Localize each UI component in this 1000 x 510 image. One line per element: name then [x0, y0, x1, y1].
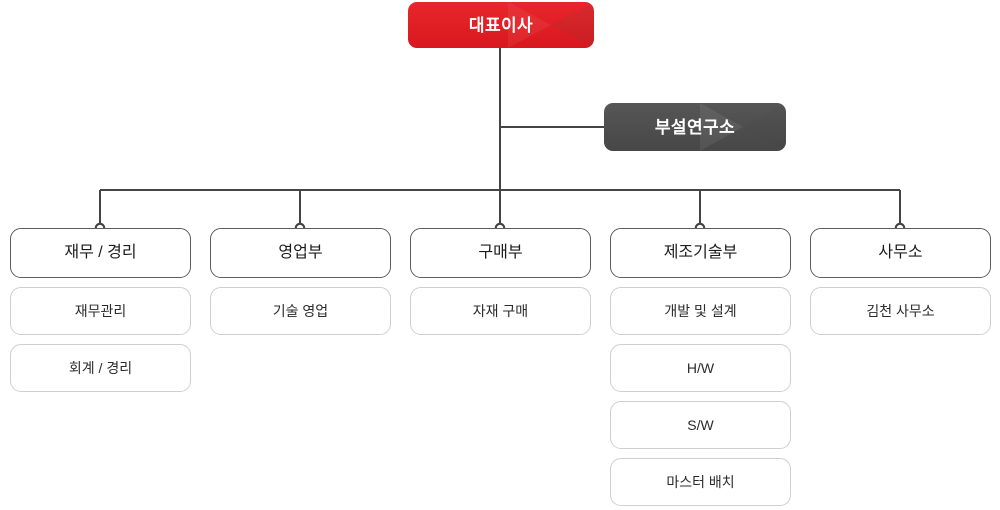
department-column-2: 영업부 기술 영업 [210, 228, 391, 335]
sub-box-4-3[interactable]: S/W [610, 401, 791, 449]
department-column-4: 제조기술부 개발 및 설계 H/W S/W 마스터 배치 [610, 228, 791, 506]
department-column-1: 재무 / 경리 재무관리 회계 / 경리 [10, 228, 191, 392]
department-box-5[interactable]: 사무소 [810, 228, 991, 278]
department-box-2[interactable]: 영업부 [210, 228, 391, 278]
node-ceo[interactable]: 대표이사 [408, 2, 594, 48]
sub-box-4-4[interactable]: 마스터 배치 [610, 458, 791, 506]
sub-label-1-1: 재무관리 [74, 303, 127, 319]
node-ceo-label: 대표이사 [468, 15, 534, 35]
sub-label-1-2: 회계 / 경리 [68, 360, 133, 376]
sub-box-4-2[interactable]: H/W [610, 344, 791, 392]
node-research-institute-label: 부설연구소 [654, 117, 736, 137]
department-label-5: 사무소 [878, 244, 923, 261]
sub-box-3-1[interactable]: 자재 구매 [410, 287, 591, 335]
department-label-1: 재무 / 경리 [64, 244, 137, 261]
department-box-3[interactable]: 구매부 [410, 228, 591, 278]
department-label-3: 구매부 [478, 244, 523, 261]
sub-label-3-1: 자재 구매 [472, 303, 529, 319]
sub-box-5-1[interactable]: 김천 사무소 [810, 287, 991, 335]
sub-box-4-1[interactable]: 개발 및 설계 [610, 287, 791, 335]
department-column-3: 구매부 자재 구매 [410, 228, 591, 335]
sub-label-4-2: H/W [686, 360, 715, 376]
department-column-5: 사무소 김천 사무소 [810, 228, 991, 335]
sub-box-1-1[interactable]: 재무관리 [10, 287, 191, 335]
department-box-1[interactable]: 재무 / 경리 [10, 228, 191, 278]
department-label-2: 영업부 [278, 244, 323, 261]
sub-label-4-3: S/W [687, 417, 714, 433]
sub-box-1-2[interactable]: 회계 / 경리 [10, 344, 191, 392]
sub-label-4-4: 마스터 배치 [666, 474, 735, 490]
sub-label-2-1: 기술 영업 [272, 303, 329, 319]
department-label-4: 제조기술부 [663, 244, 738, 261]
sub-label-4-1: 개발 및 설계 [664, 303, 737, 319]
node-research-institute[interactable]: 부설연구소 [604, 103, 786, 151]
department-box-4[interactable]: 제조기술부 [610, 228, 791, 278]
sub-box-2-1[interactable]: 기술 영업 [210, 287, 391, 335]
sub-label-5-1: 김천 사무소 [866, 303, 935, 319]
